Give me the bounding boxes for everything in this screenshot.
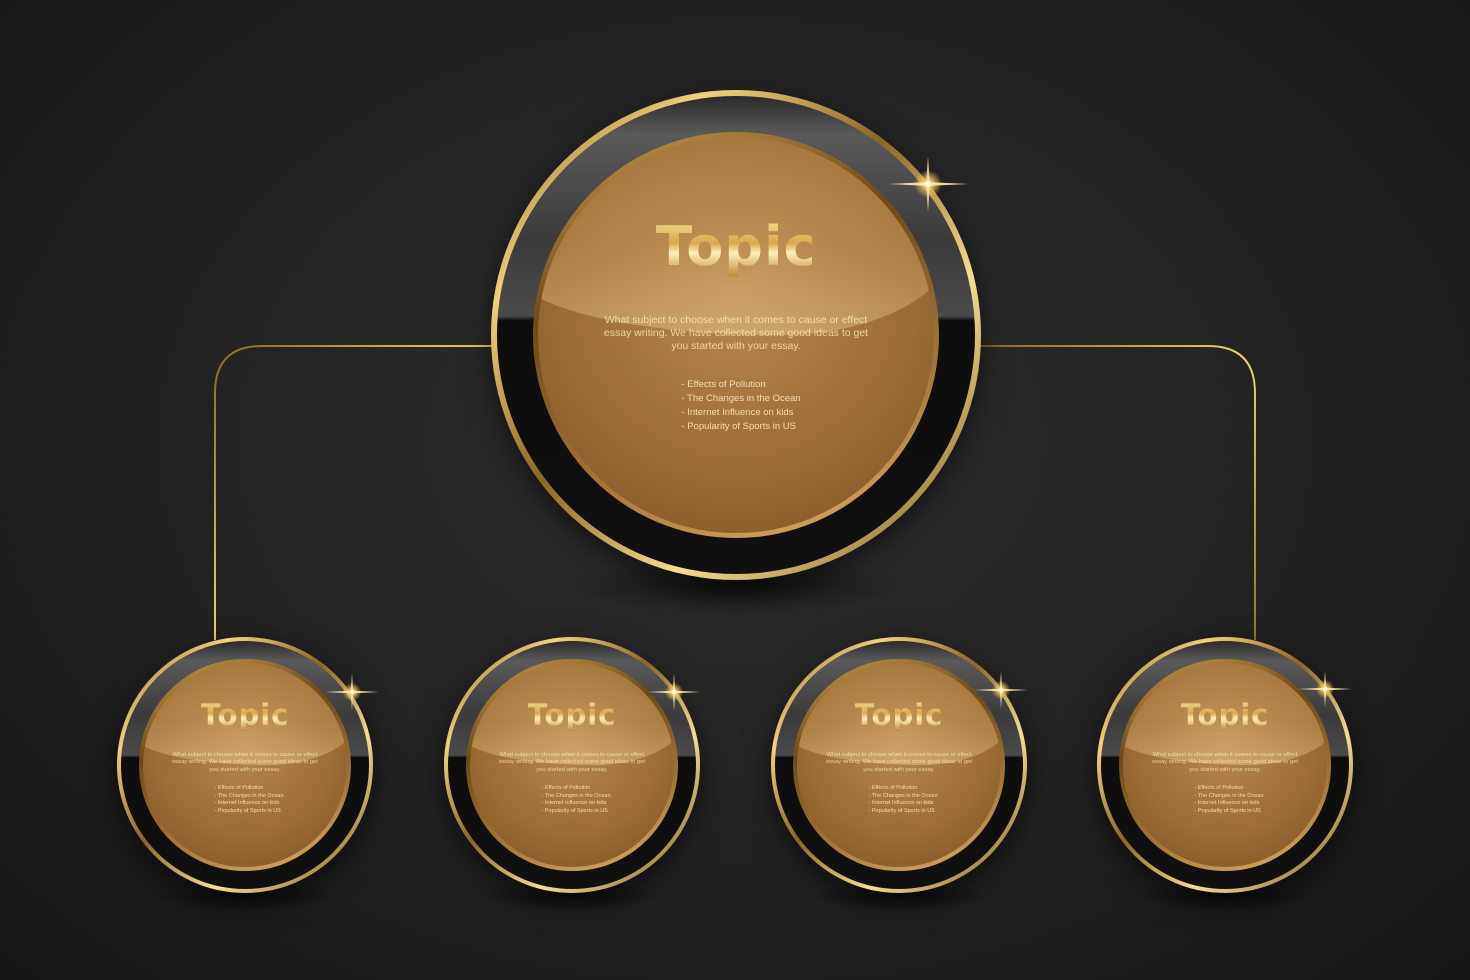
topic-list: - Effects of Pollution - The Changes in … [215,785,284,815]
topic-face: Topic What subject to choose when it com… [469,662,675,868]
subtopic-node-2: Topic What subject to choose when it com… [444,637,701,911]
right-connector [978,345,1256,640]
subtopic-node-4: Topic What subject to choose when it com… [1097,637,1353,911]
topic-list-item: - Popularity of Sports in US [868,807,935,814]
topic-description: What subject to choose when it comes to … [172,751,318,773]
topic-list-item: - Internet Influence on kids [681,407,794,419]
topic-list-item: - Internet Influence on kids [541,800,607,807]
topic-list-item: - Internet Influence on kids [214,800,280,807]
topic-list-item: - Effects of Pollution [541,785,591,792]
subtopic-node-1: Topic What subject to choose when it com… [117,637,379,911]
gloss-highlight [142,662,348,765]
topic-list-item: - Effects of Pollution [681,379,766,391]
topic-list-item: - Effects of Pollution [1194,785,1244,792]
topic-title: Topic [1180,697,1270,732]
topic-face: Topic What subject to choose when it com… [796,662,1002,868]
topic-list-item: - Effects of Pollution [868,785,918,792]
topic-title: Topic [655,215,817,279]
gloss-highlight [469,662,675,765]
topic-face: Topic What subject to choose when it com… [538,137,934,533]
gloss-highlight [538,137,934,335]
gloss-highlight [1122,662,1328,765]
topic-list: - Effects of Pollution - The Changes in … [1195,785,1264,815]
topic-face: Topic What subject to choose when it com… [142,662,348,868]
topic-list-item: - The Changes in the Ocean [681,393,801,405]
topic-list-item: - Popularity of Sports in US [1194,807,1261,814]
main-topic-node: Topic What subject to choose when it com… [491,90,981,615]
topic-list-item: - The Changes in the Ocean [868,792,938,799]
topic-title: Topic [527,697,617,732]
topic-list-item: - The Changes in the Ocean [1194,792,1264,799]
topic-list: - Effects of Pollution - The Changes in … [681,378,800,434]
topic-list-item: - The Changes in the Ocean [541,792,611,799]
left-connector [214,345,492,640]
topic-list: - Effects of Pollution - The Changes in … [869,785,938,815]
topic-list-item: - The Changes in the Ocean [214,792,284,799]
subtopic-node-3: Topic What subject to choose when it com… [771,637,1028,911]
gloss-highlight [796,662,1002,765]
topic-description: What subject to choose when it comes to … [1152,751,1298,773]
topic-list-item: - Internet Influence on kids [868,800,934,807]
topic-face: Topic What subject to choose when it com… [1122,662,1328,868]
topic-description: What subject to choose when it comes to … [603,314,869,353]
topic-title: Topic [200,697,290,732]
topic-list-item: - Internet Influence on kids [1194,800,1260,807]
topic-list-item: - Popularity of Sports in US [541,807,608,814]
topic-list-item: - Popularity of Sports in US [681,421,796,433]
topic-title: Topic [854,697,944,732]
topic-description: What subject to choose when it comes to … [826,751,972,773]
topic-list-item: - Effects of Pollution [214,785,264,792]
topic-list: - Effects of Pollution - The Changes in … [542,785,611,815]
topic-description: What subject to choose when it comes to … [499,751,645,773]
topic-list-item: - Popularity of Sports in US [214,807,281,814]
